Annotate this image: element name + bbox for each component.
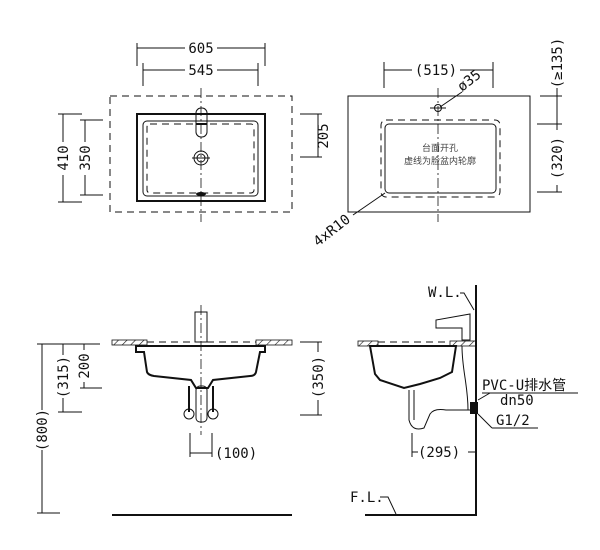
radius-leader	[352, 192, 386, 216]
floor-label: F.L.	[350, 490, 384, 506]
floor-leader	[380, 496, 397, 515]
dim-100: (100)	[189, 433, 257, 462]
basin-inner-edge	[142, 120, 259, 197]
dim-350: 350	[78, 119, 103, 196]
countertop-left	[111, 339, 148, 346]
faucet-icon	[435, 313, 471, 341]
note-line1: 台面开孔	[422, 142, 458, 154]
countertop-right	[449, 340, 477, 347]
wall-label: W.L.	[428, 285, 462, 301]
dim-200: 200	[77, 344, 102, 389]
supply-size-label: G1/2	[496, 413, 530, 429]
basin-bowl	[368, 345, 458, 390]
p-trap	[408, 390, 472, 430]
dim-315: (315)	[56, 344, 82, 413]
dim-135: (≥135)	[540, 38, 566, 97]
dim-545-label: 545	[188, 63, 213, 79]
drain-pipe-label: PVC-U排水管	[482, 378, 566, 394]
dim-315-label: (315)	[56, 356, 72, 398]
tap-hole-leader	[439, 91, 463, 108]
dim-605-label: 605	[188, 41, 213, 57]
tap-hole-label: ø35	[455, 67, 485, 95]
overflow-icon	[196, 192, 206, 196]
dim-135-label: (≥135)	[550, 38, 566, 89]
dim-545: 545	[142, 63, 259, 86]
basin-bowl	[135, 345, 266, 389]
dim-200-label: 200	[77, 353, 93, 378]
supply-hose	[461, 345, 469, 411]
dim-100-label: (100)	[215, 446, 257, 462]
dim-350-label: 350	[78, 145, 94, 170]
wall-leader	[460, 292, 475, 311]
dim-295: (295)	[411, 433, 476, 461]
dim-320-label: (320)	[550, 137, 566, 179]
cutout-hole	[384, 123, 497, 194]
countertop	[347, 95, 531, 213]
dim-295-label: (295)	[418, 445, 460, 461]
dim-320: (320)	[537, 96, 566, 193]
top-view: 605 545 410 350 205	[56, 41, 332, 222]
dim-515: (515)	[383, 62, 494, 88]
drain-size-label: dn50	[500, 393, 534, 409]
dim-410: 410	[56, 113, 82, 203]
dim-410-label: 410	[56, 145, 72, 170]
front-view: (800) (315) 200 (350) (100)	[35, 305, 327, 516]
valve-left-icon	[183, 408, 195, 420]
wall-connector-icon	[470, 402, 478, 414]
dim-800-label: (800)	[35, 409, 51, 451]
note-line2: 虚线为脸盆内轮廓	[404, 155, 476, 167]
side-view: W.L. F.L. PVC-U排水管 dn50 G1/2 (295)	[350, 285, 578, 516]
drain-pipe	[195, 385, 208, 423]
dim-800: (800)	[35, 343, 100, 514]
cutout-view: 台面开孔 虚线为脸盆内轮廓 (515) ø35 (≥135) (320) 4xR…	[311, 38, 566, 250]
faucet-icon	[195, 107, 208, 138]
valve-right-icon	[207, 408, 219, 420]
dim-515-label: (515)	[415, 63, 457, 79]
radius-label: 4xR10	[311, 212, 354, 251]
dim-350-front-label: (350)	[311, 356, 327, 398]
dim-205-label: 205	[316, 123, 332, 148]
faucet-icon	[194, 311, 208, 343]
countertop-left	[357, 340, 379, 347]
countertop-right	[255, 339, 293, 346]
dim-205: 205	[300, 113, 332, 158]
dim-350-front: (350)	[300, 341, 327, 416]
dim-605: 605	[136, 41, 266, 66]
bowl-outline-dashed	[380, 119, 501, 198]
